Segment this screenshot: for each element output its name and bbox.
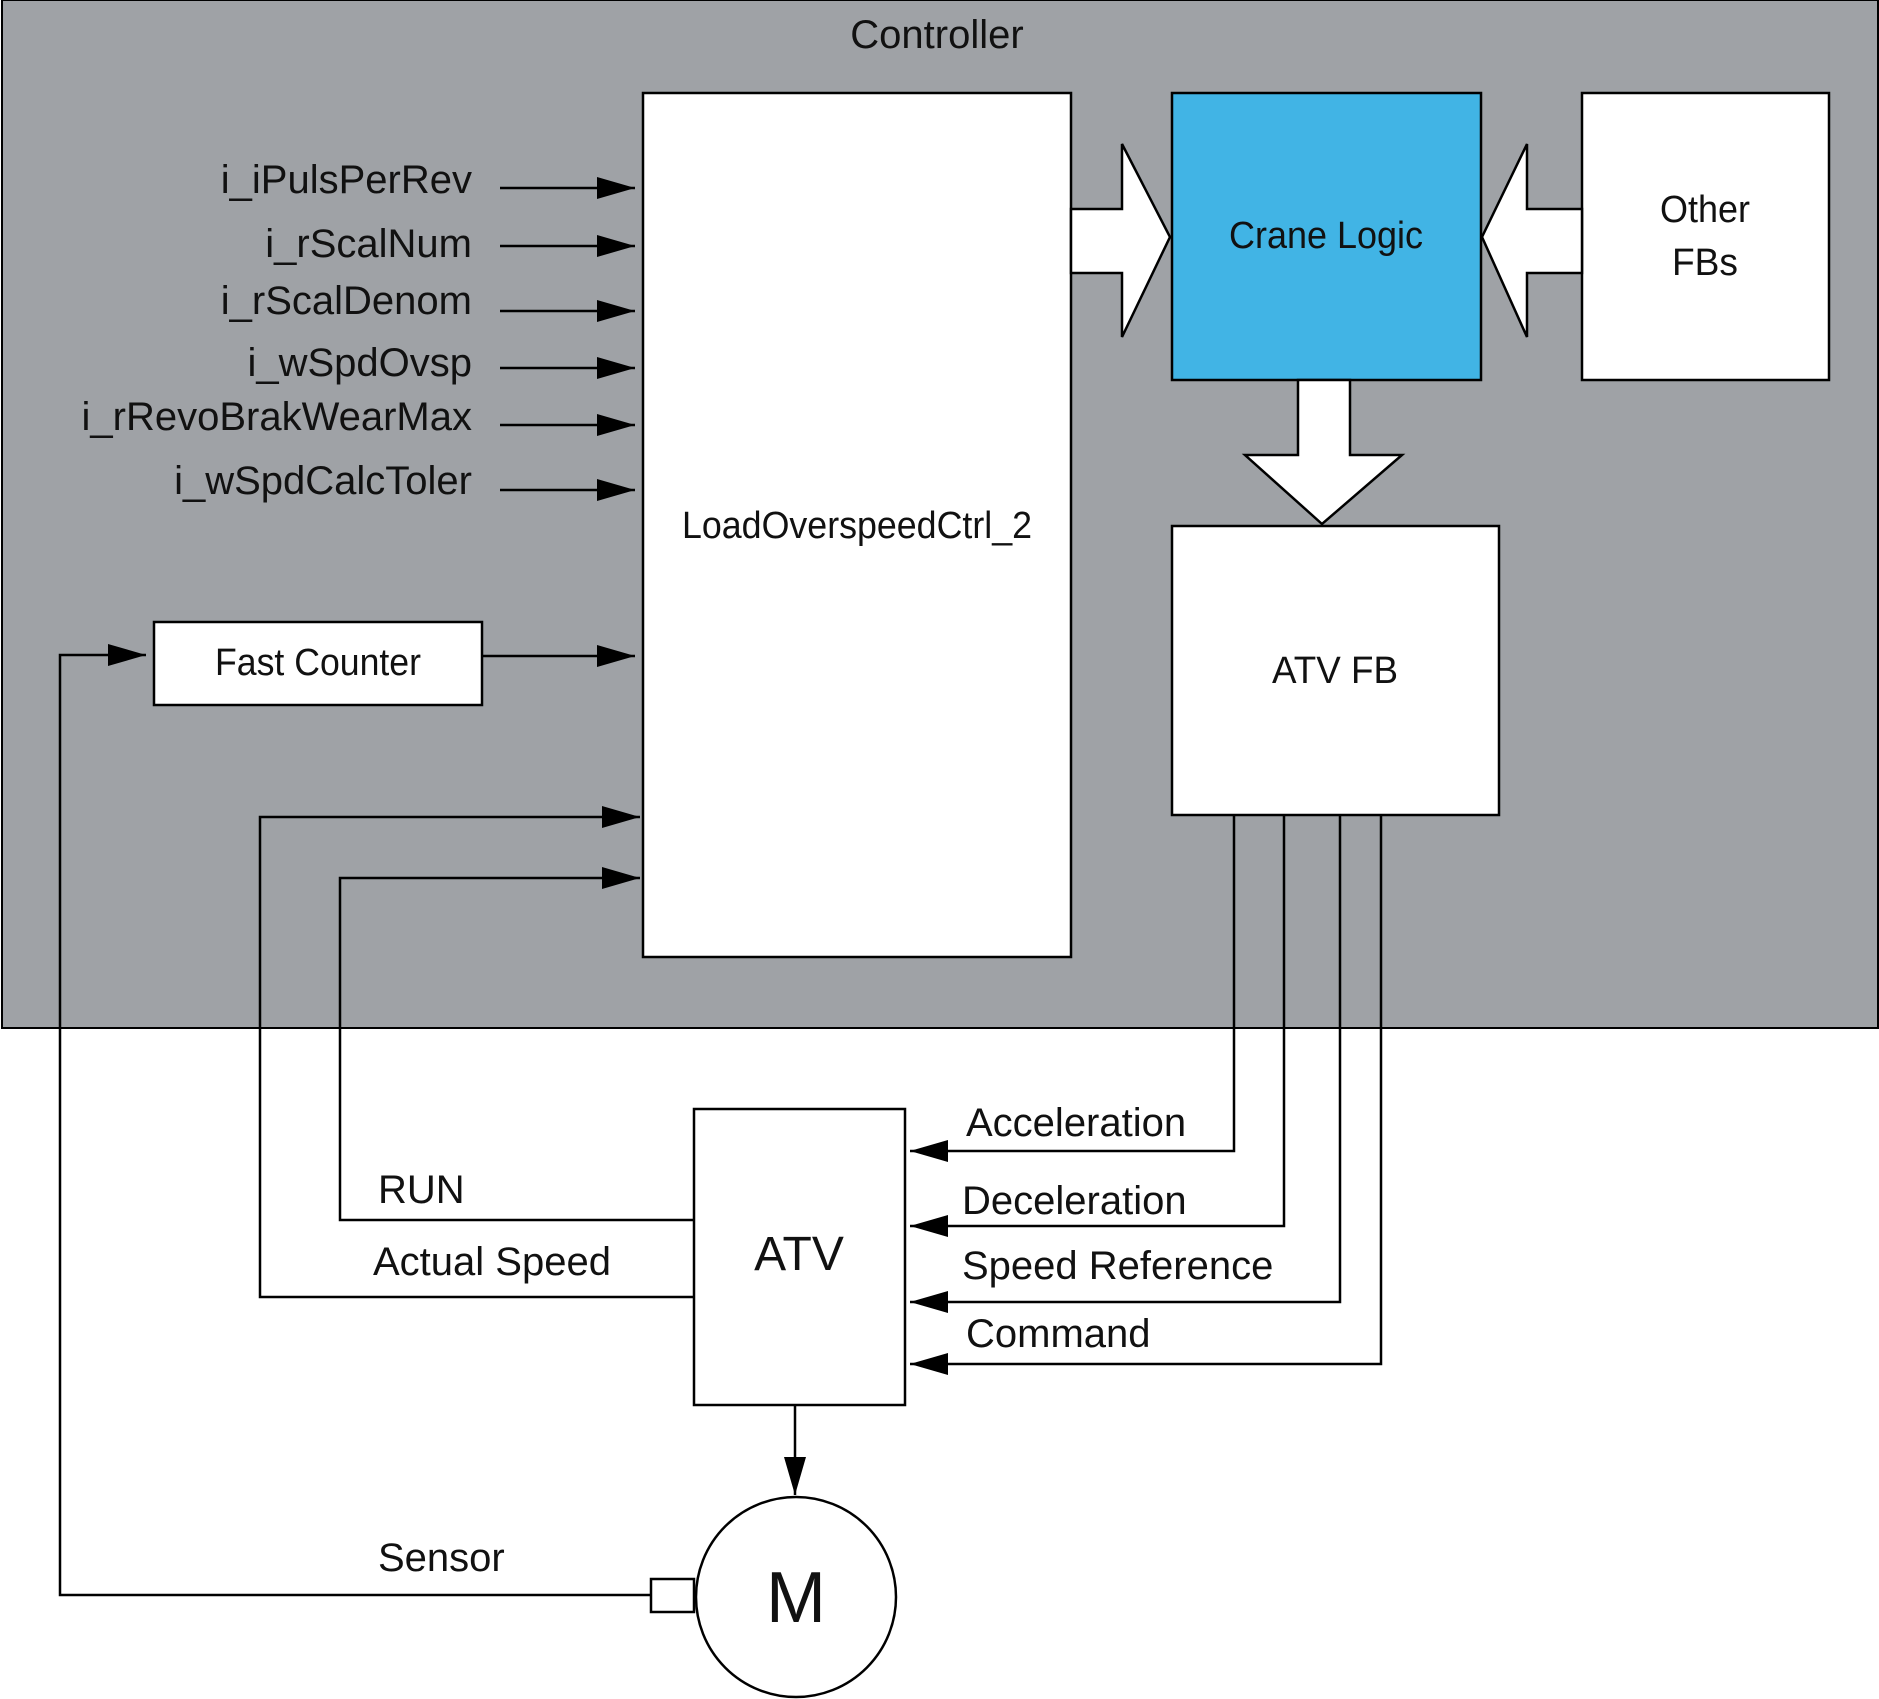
input-label-1: i_iPulsPerRev — [221, 158, 472, 202]
command-label: Command — [966, 1312, 1151, 1356]
load-overspeed-ctrl-block — [641, 91, 1073, 959]
atv-label: ATV — [754, 1228, 844, 1281]
input-label-4: i_wSpdOvsp — [247, 341, 472, 385]
other-fbs-block — [1580, 91, 1831, 382]
other-fbs-label-line1: Other — [1660, 189, 1750, 231]
speed-reference-line — [910, 815, 1342, 1313]
fast-counter-block — [152, 620, 484, 707]
sensor-connector — [649, 1577, 696, 1614]
hollow-arrow-load-to-crane — [1069, 143, 1172, 338]
deceleration-line — [910, 815, 1286, 1237]
command-line — [910, 815, 1383, 1375]
hollow-arrow-crane-to-atvfb — [1241, 378, 1406, 526]
deceleration-label: Deceleration — [962, 1179, 1187, 1223]
input-label-6: i_wSpdCalcToler — [174, 459, 472, 503]
atv-fb-label: ATV FB — [1272, 650, 1398, 692]
crane-logic-label: Crane Logic — [1229, 215, 1423, 257]
atv-block — [692, 1107, 907, 1407]
other-fbs-label-line2: FBs — [1672, 242, 1738, 284]
run-label: RUN — [378, 1168, 465, 1212]
atv-fb-block — [1170, 524, 1501, 817]
controller-title: Controller — [850, 13, 1023, 57]
acceleration-line — [910, 815, 1236, 1162]
input-label-5: i_rRevoBrakWearMax — [82, 395, 473, 439]
sensor-label: Sensor — [378, 1536, 505, 1580]
hollow-arrow-other-to-crane — [1480, 143, 1584, 338]
load-overspeed-ctrl-label: LoadOverspeedCtrl_2 — [682, 505, 1032, 547]
input-label-2: i_rScalNum — [265, 222, 472, 266]
acceleration-label: Acceleration — [966, 1101, 1186, 1145]
actual-speed-label: Actual Speed — [373, 1240, 611, 1284]
motor-circle — [694, 1495, 898, 1699]
fast-counter-label: Fast Counter — [215, 642, 421, 684]
run-line — [338, 867, 694, 1222]
speed-reference-label: Speed Reference — [962, 1244, 1273, 1288]
input-label-3: i_rScalDenom — [221, 279, 472, 323]
motor-label: M — [766, 1558, 826, 1638]
actual-speed-line — [258, 806, 694, 1299]
sensor-line — [58, 644, 651, 1597]
